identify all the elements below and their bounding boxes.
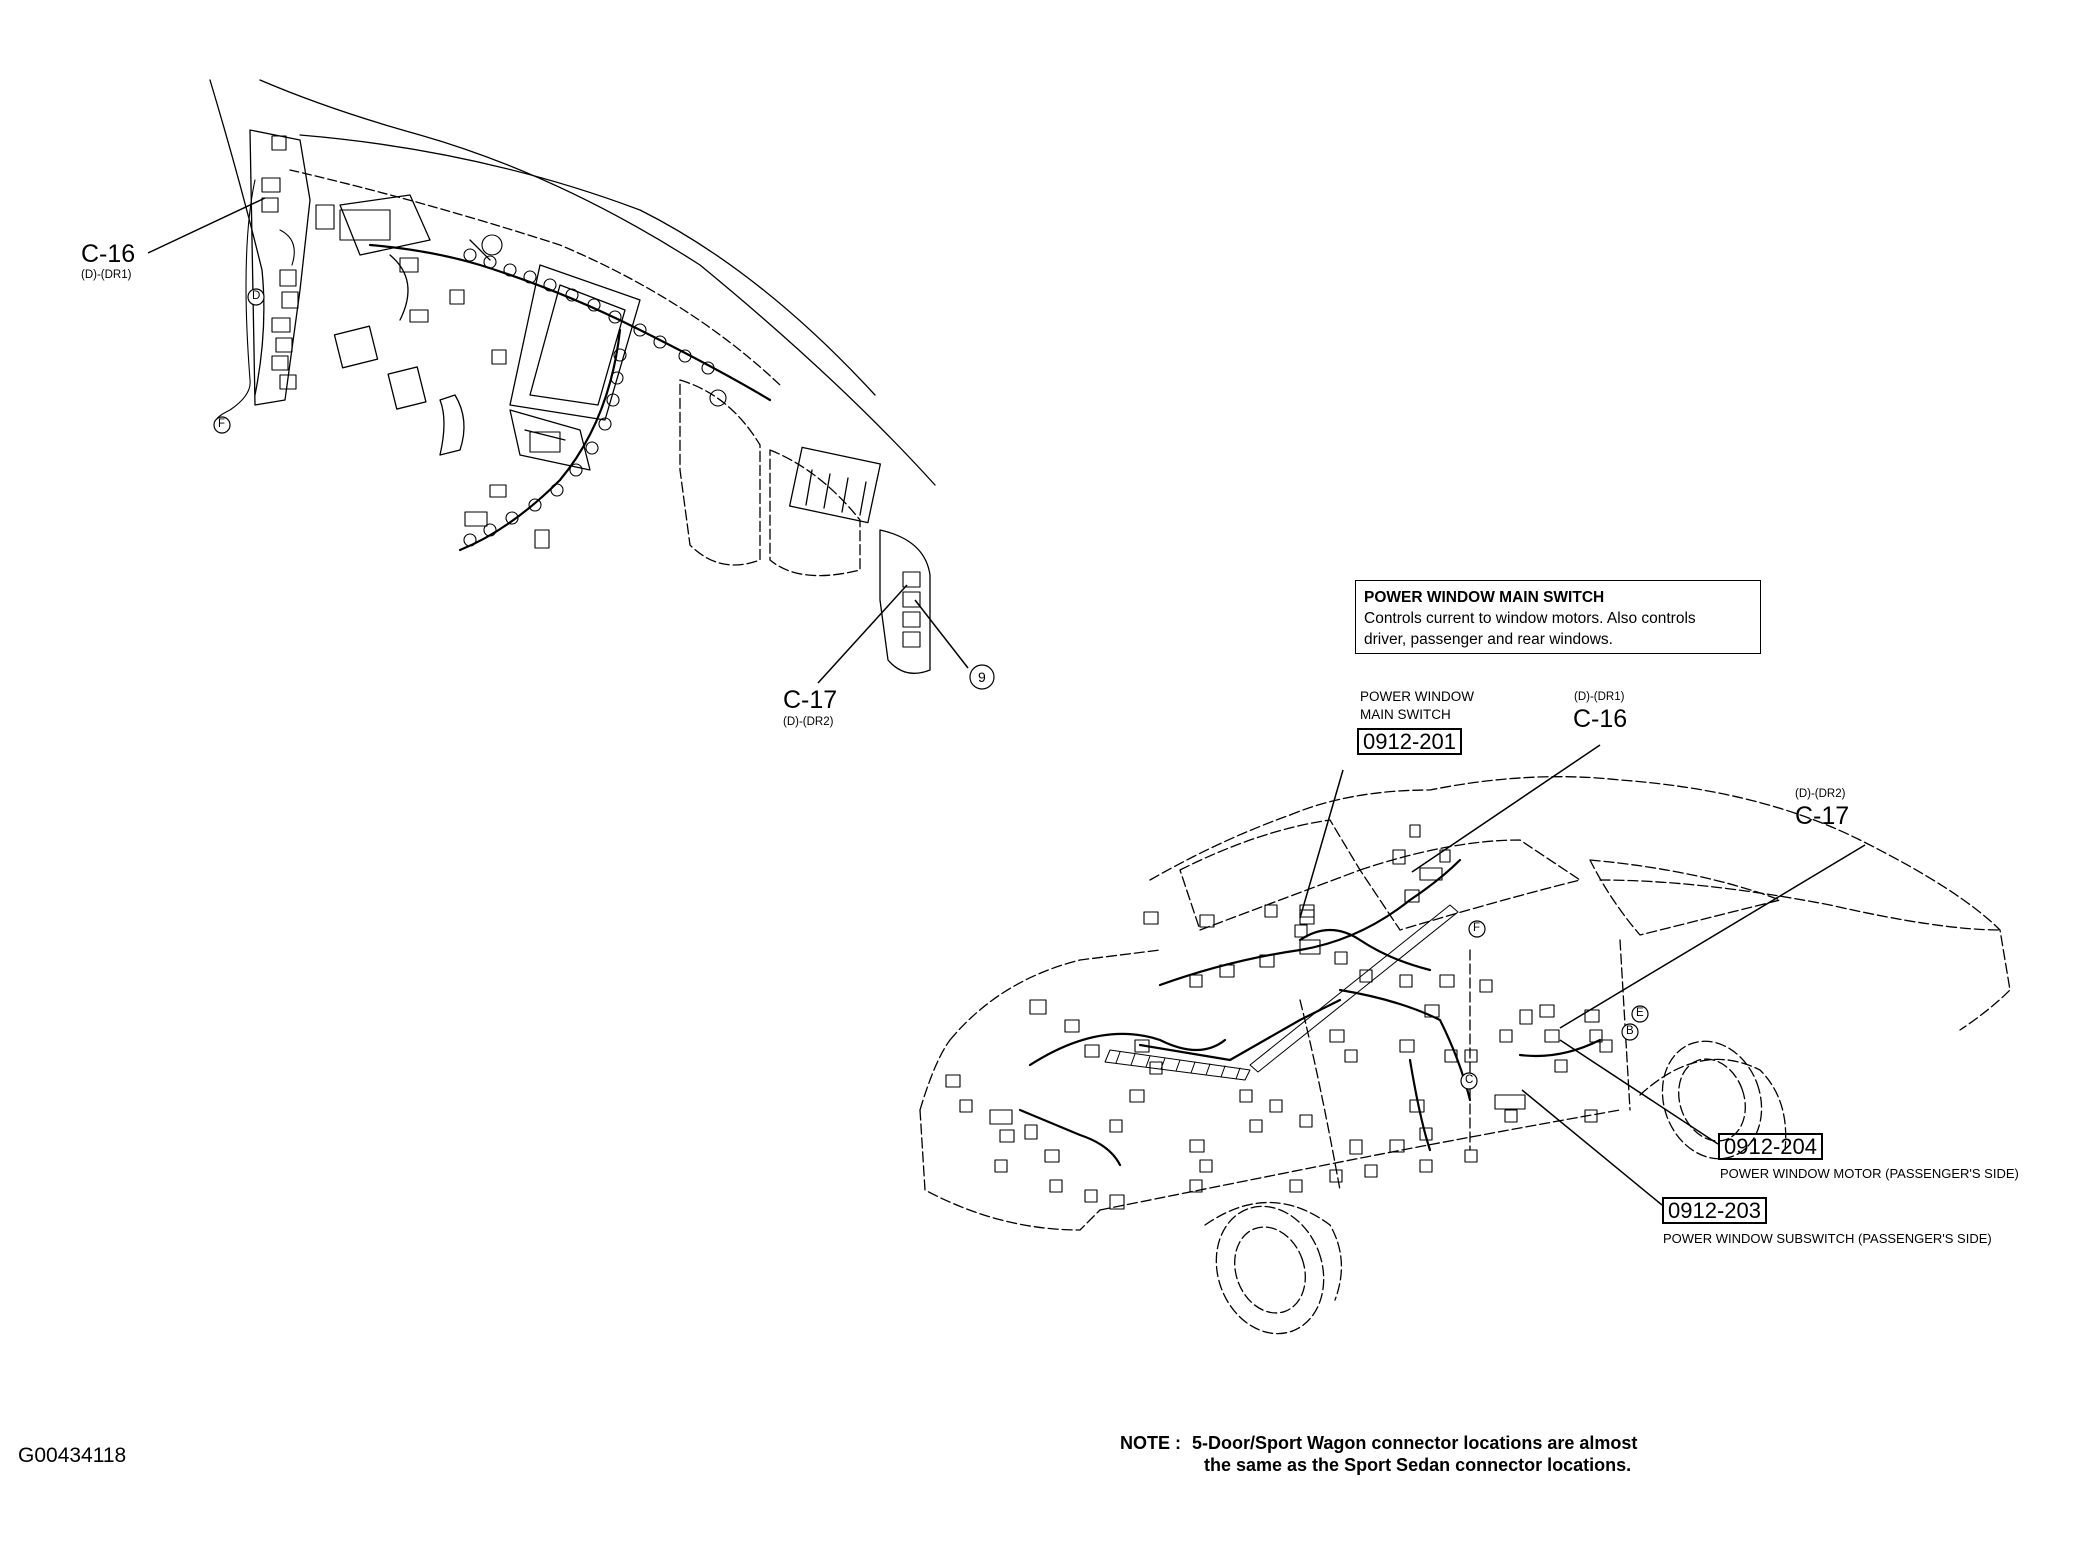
marker-f-car: F [1473, 922, 1481, 934]
dashboard-harness-beads [463, 234, 727, 547]
motor-code: 0912-204 [1718, 1133, 1823, 1160]
c17-car-sub: (D)-(DR2) [1795, 788, 1846, 800]
info-box-title: POWER WINDOW MAIN SWITCH [1364, 589, 1605, 606]
footer-note: NOTE : 5-Door/Sport Wagon connector locat… [1120, 1432, 1637, 1476]
car-connectors [945, 824, 1613, 1210]
info-box-line2: driver, passenger and rear windows. [1364, 631, 1613, 648]
main-switch-label-2: MAIN SWITCH [1360, 707, 1451, 722]
car-illustration [919, 776, 2011, 1301]
leader-lines [147, 197, 1866, 1206]
marker-b: B [1626, 1025, 1634, 1037]
c16-car-sub: (D)-(DR1) [1574, 691, 1625, 703]
c17-dash-sub: (D)-(DR2) [783, 716, 834, 728]
dashboard-illustration [209, 79, 936, 674]
dashboard-connectors [216, 135, 921, 648]
car-harness-hatched [1104, 904, 1459, 1081]
c17-dash-code: C-17 [783, 686, 838, 714]
note-line1: 5-Door/Sport Wagon connector locations a… [1192, 1433, 1638, 1453]
marker-e: E [1636, 1007, 1644, 1019]
motor-label: POWER WINDOW MOTOR (PASSENGER'S SIDE) [1720, 1166, 2019, 1181]
marker-f-dash: F [218, 418, 226, 430]
power-window-info-box: POWER WINDOW MAIN SWITCH Controls curren… [1355, 580, 1761, 654]
marker-d: D [252, 290, 261, 302]
note-line2: the same as the Sport Sedan connector lo… [1204, 1455, 1632, 1475]
main-switch-label-1: POWER WINDOW [1360, 689, 1474, 704]
subswitch-code: 0912-203 [1662, 1197, 1767, 1224]
figure-id: G00434118 [18, 1444, 127, 1467]
marker-circles [213, 288, 1649, 1090]
marker-9: 9 [978, 669, 986, 685]
car-harness [1018, 858, 1602, 1167]
car-wheels [1215, 1040, 1763, 1335]
c16-dash-sub: (D)-(DR1) [81, 269, 132, 281]
marker-c: C [1465, 1074, 1474, 1086]
c16-car-code: C-16 [1573, 705, 1628, 733]
info-box-line1: Controls current to window motors. Also … [1364, 610, 1696, 627]
note-key: NOTE : [1120, 1433, 1181, 1453]
main-switch-code: 0912-201 [1357, 728, 1462, 755]
c16-dash-code: C-16 [81, 240, 136, 268]
subswitch-label: POWER WINDOW SUBSWITCH (PASSENGER'S SIDE… [1663, 1231, 1992, 1246]
c17-car-code: C-17 [1795, 802, 1850, 830]
